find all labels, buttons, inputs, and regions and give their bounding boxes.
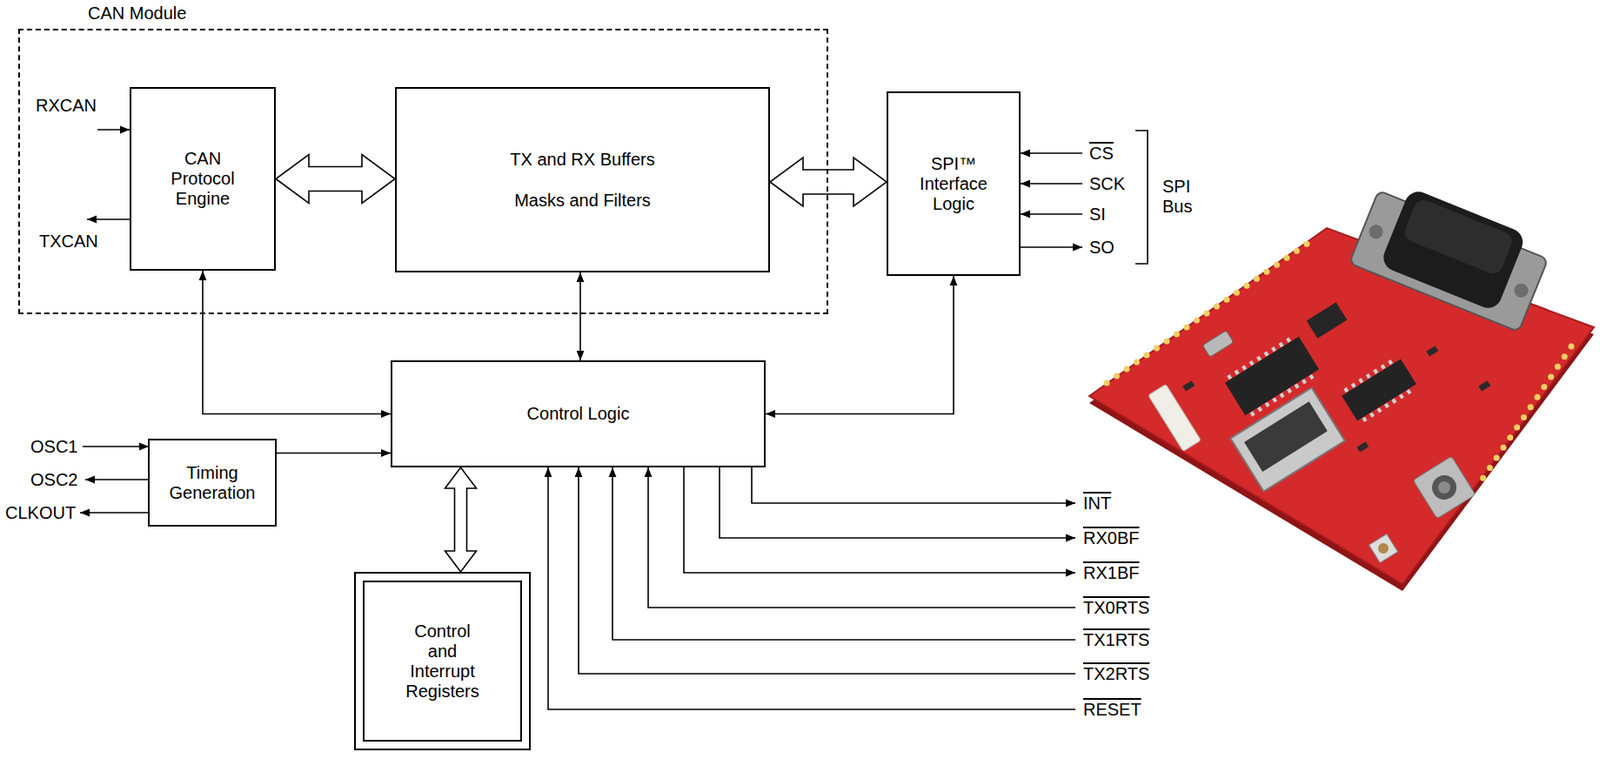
signal-wire — [1020, 213, 1083, 215]
signal-wire — [97, 128, 130, 131]
signal-wire — [548, 467, 1076, 710]
signal-wire — [1020, 152, 1083, 154]
connector-line — [276, 452, 391, 455]
signal-wire — [648, 467, 1076, 608]
box-label: TX and RX Buffers — [509, 149, 655, 170]
box-label: Masks and Filters — [514, 190, 651, 211]
pin-label: SO — [1089, 237, 1115, 258]
signal-wire — [85, 478, 149, 481]
box-label: CAN Protocol Engine — [159, 148, 247, 209]
box-label: Control and Interrupt Registers — [401, 621, 484, 702]
box-label: Timing Generation — [160, 462, 265, 503]
pin-label: TXCAN — [39, 231, 99, 252]
bus-label: SPI Bus — [1162, 176, 1192, 217]
bus-arrow — [769, 157, 887, 207]
signal-wire — [751, 467, 1076, 503]
db9-connector — [1349, 176, 1554, 332]
reset-button — [1368, 533, 1398, 563]
pin-label: TX1RTS — [1083, 629, 1150, 650]
signal-wire — [578, 467, 1076, 674]
signal-wire — [82, 445, 149, 448]
pin-label: INT — [1083, 493, 1112, 514]
pin-label: RX0BF — [1083, 528, 1139, 549]
signal-wire — [1020, 182, 1083, 185]
transceiver-chip — [1339, 356, 1418, 423]
pin-label: TX0RTS — [1083, 597, 1150, 618]
pin-label: OSC2 — [30, 469, 78, 490]
connector-line — [579, 272, 582, 361]
region-heading: CAN Module — [87, 3, 187, 24]
pin-label: RX1BF — [1083, 562, 1139, 583]
box-label: SPI™ Interface Logic — [912, 153, 996, 215]
pin-label: SI — [1089, 204, 1106, 225]
bus-bracket — [1135, 130, 1148, 264]
pin-label: CS — [1089, 143, 1114, 164]
pin-label: RXCAN — [35, 95, 97, 116]
pin-label: CLKOUT — [5, 502, 76, 523]
crystal — [1202, 330, 1234, 358]
pin-label: TX2RTS — [1083, 663, 1150, 684]
box-label: Control Logic — [527, 403, 630, 424]
signal-wire — [80, 511, 149, 514]
process-box: SPI™ Interface Logic — [886, 91, 1021, 276]
sd-card-slot — [1230, 387, 1345, 491]
pin-label: SCK — [1089, 174, 1125, 195]
pin-label: OSC1 — [30, 436, 78, 457]
module-region: CAN ModuleCAN Protocol EngineTX and RX B… — [18, 28, 829, 315]
process-box: CAN Protocol Engine — [129, 87, 276, 271]
joystick — [1412, 455, 1476, 519]
bus-arrow — [445, 467, 477, 572]
connector-line — [765, 275, 954, 415]
connector-line — [202, 270, 391, 415]
bus-arrow — [275, 154, 395, 204]
signal-wire — [87, 218, 130, 221]
process-box: Control Logic — [390, 360, 766, 468]
header-holes — [1479, 346, 1572, 484]
signal-wire — [1020, 246, 1083, 248]
register-box: Control and Interrupt Registers — [354, 571, 531, 750]
signal-wire — [612, 467, 1076, 640]
process-box: TX and RX BuffersMasks and Filters — [394, 87, 770, 273]
process-box: Timing Generation — [147, 438, 277, 527]
pin-label: RESET — [1083, 699, 1142, 720]
smd-parts — [1182, 345, 1491, 452]
signal-wire — [683, 467, 1076, 573]
small-chip — [1306, 301, 1348, 339]
white-connector — [1148, 383, 1202, 451]
signal-wire — [719, 467, 1076, 538]
